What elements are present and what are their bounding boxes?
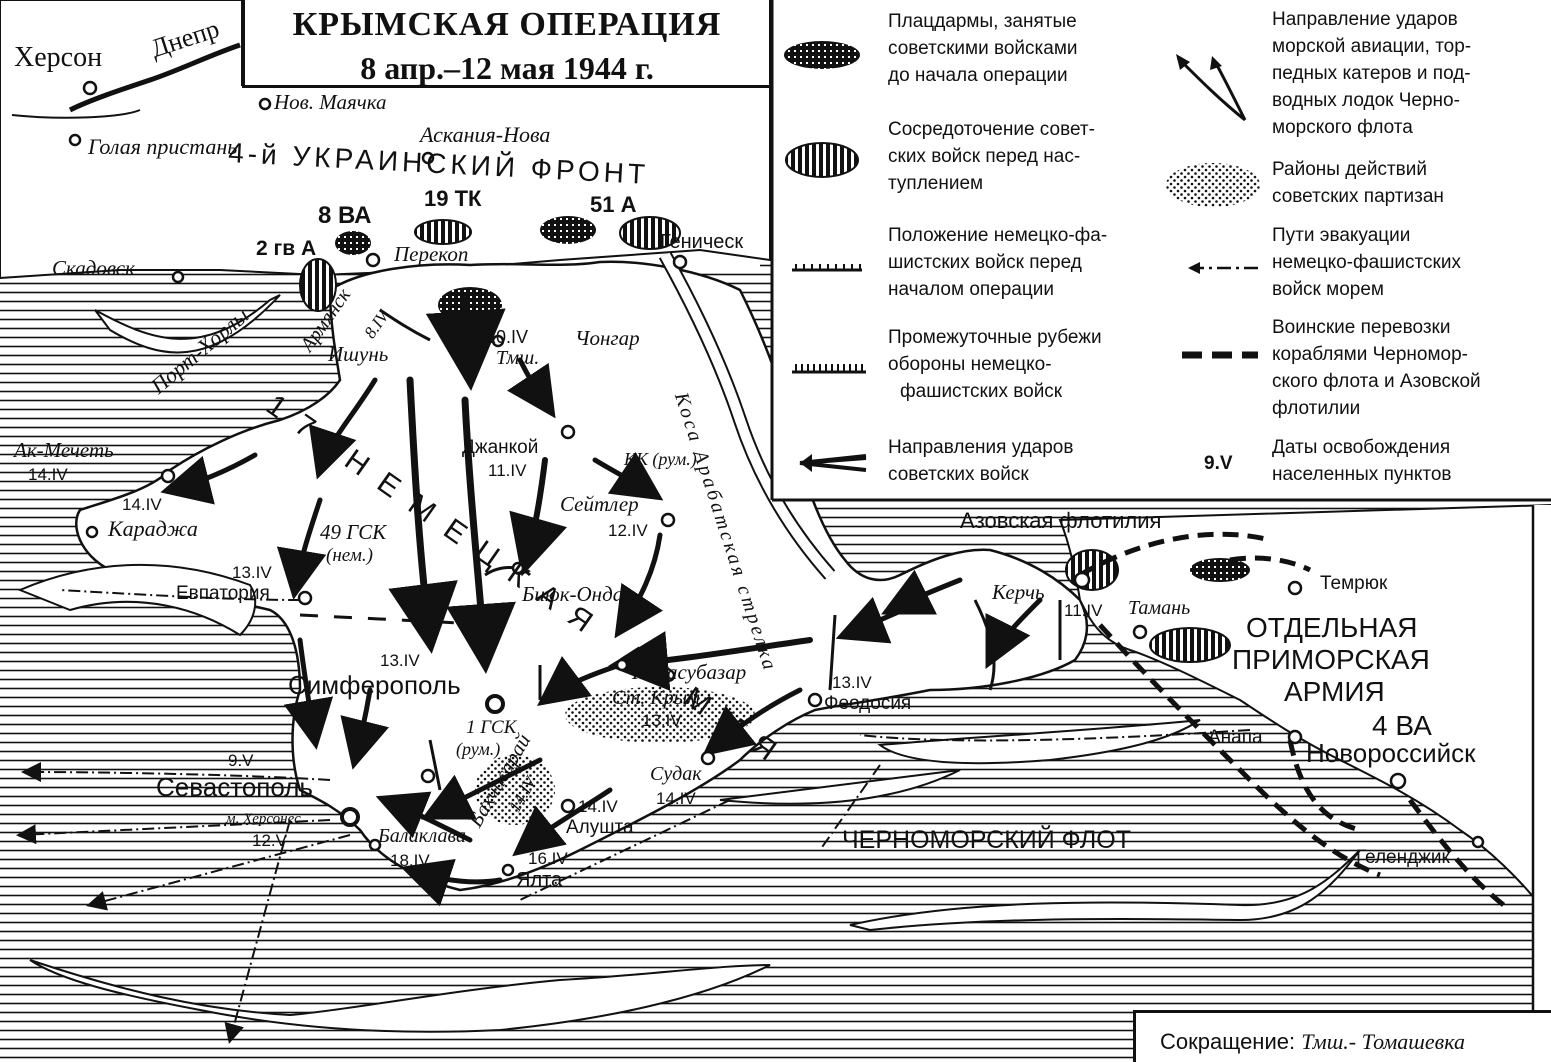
- label-azov-flot: Азовская флотилия: [960, 508, 1162, 533]
- label-4va: 4 ВА: [1372, 710, 1432, 741]
- concentration-symbol: [785, 142, 859, 178]
- label-sevastopol-date: 9.V: [228, 751, 254, 770]
- map-subtitle: 8 апр.–12 мая 1944 г.: [360, 50, 654, 86]
- label-1gsk-sub: (рум.): [456, 739, 501, 759]
- legend-german-line: Положение немецко-фа-шистских войск пере…: [888, 225, 1108, 300]
- label-kherson: Херсон: [14, 42, 103, 73]
- label-biyuk: Биюк-Ондар: [522, 582, 634, 606]
- evacuation-symbol: [1188, 262, 1262, 274]
- map-title: КРЫМСКАЯ ОПЕРАЦИЯ: [292, 6, 722, 43]
- label-tmsh: Тмш.: [496, 347, 540, 369]
- label-anapa: Анапа: [1208, 727, 1263, 748]
- label-black-sea-fleet: ЧЕРНОМОРСКИЙ ФЛОТ: [842, 826, 1131, 854]
- label-gelendzhik: Геленджик: [1356, 847, 1450, 868]
- label-novorossiysk: Новороссийск: [1306, 738, 1476, 768]
- label-kerch: Керчь: [992, 580, 1045, 604]
- label-khersones: м. Херсонес: [226, 811, 301, 827]
- abbreviation-box: Сокращение: Тмш.- Томашевка: [1133, 1010, 1551, 1062]
- label-askania: Аскания-Нова: [420, 122, 551, 147]
- label-perekop: Перекоп: [394, 242, 469, 266]
- label-kk: КК (рум.): [624, 449, 697, 469]
- german-line-symbol: [792, 264, 862, 272]
- label-51a: 51 А: [590, 192, 637, 217]
- towns: [68, 80, 1485, 877]
- map-title-box: КРЫМСКАЯ ОПЕРАЦИЯ 8 апр.–12 мая 1944 г.: [242, 0, 772, 88]
- label-1gsk: 1 ГСК: [466, 717, 517, 738]
- label-karasubazar: Карасубазар: [632, 660, 747, 684]
- label-sudak-date: 14.IV: [656, 789, 696, 808]
- label-ak-mechet-date: 14.IV: [28, 465, 68, 484]
- label-sevastopol: Севастополь: [156, 772, 313, 802]
- label-evpatoria-date: 13.IV: [232, 563, 272, 582]
- label-novmayachka: Нов. Маячка: [274, 90, 387, 114]
- legend-concentration: Сосредоточение совет-ских войск перед на…: [888, 119, 1095, 194]
- label-primorsk-1: ОТДЕЛЬНАЯ: [1246, 612, 1418, 643]
- legend-panel: [772, 0, 1551, 500]
- label-karadzha: Караджа: [108, 516, 198, 541]
- abbreviation-value: Тмш.- Томашевка: [1301, 1029, 1465, 1054]
- label-temryuk: Темрюк: [1320, 573, 1388, 594]
- label-evpatoria: Евпатория: [176, 583, 270, 604]
- label-sudak: Судак: [650, 763, 702, 785]
- label-seitler-date: 12.IV: [608, 521, 648, 540]
- label-dzhankoy: Джанкой: [462, 437, 539, 458]
- label-kerch-date: 11.IV: [1064, 601, 1103, 620]
- transport-routes: [1078, 531, 1512, 912]
- partisans-symbol: [1166, 163, 1260, 207]
- label-alushta-date: 14.IV: [578, 797, 618, 816]
- label-khersones-date: 12.V: [252, 831, 287, 850]
- label-49gsk-sub: (нем.): [326, 545, 373, 566]
- soviet-attack-arrows: [160, 296, 1043, 907]
- label-golaya: Голая пристань: [88, 134, 238, 159]
- label-feodosia-date: 13.IV: [832, 673, 872, 692]
- label-genichesk: Геническ: [660, 231, 744, 253]
- label-ak-mechet: Ак-Мечеть: [14, 438, 114, 462]
- abbreviation-label: Сокращение:: [1160, 1029, 1296, 1054]
- label-ishun: Ишунь: [328, 342, 389, 366]
- label-stkrym-date: 13.IV: [642, 711, 682, 730]
- label-feodosia: Феодосия: [824, 693, 912, 714]
- label-chongar: Чонгар: [575, 326, 640, 350]
- legend-date-symbol: 9.V: [1204, 453, 1233, 474]
- label-yalta-date: 16.IV: [528, 849, 568, 868]
- dnepr-river: [68, 42, 241, 113]
- label-primorsk-2: ПРИМОРСКАЯ: [1232, 644, 1430, 675]
- label-dzhankoy-date: 11.IV: [488, 461, 527, 480]
- label-simferopol: Симферополь: [288, 670, 461, 700]
- label-19tk: 19 ТК: [424, 186, 482, 211]
- label-balaklava: Балаклава: [378, 825, 467, 847]
- label-primorsk-3: АРМИЯ: [1284, 676, 1385, 707]
- label-yalta: Ялта: [516, 869, 563, 891]
- label-seitler: Сейтлер: [560, 492, 639, 516]
- label-skadovsk: Скадовск: [52, 256, 135, 280]
- label-8va: 8 ВА: [318, 202, 372, 229]
- label-2gva: 2 гв А: [256, 237, 317, 260]
- label-alushta: Алушта: [566, 817, 634, 838]
- label-balaklava-date: 18.IV: [390, 851, 430, 870]
- label-taman: Тамань: [1128, 597, 1191, 619]
- label-tmsh-date: 10.IV: [486, 327, 529, 347]
- label-stkrym: Ст. Крым: [612, 687, 700, 709]
- bridgehead-symbol: [784, 41, 860, 69]
- label-simferopol-date: 13.IV: [380, 651, 420, 670]
- evacuation-routes: [16, 589, 1251, 1044]
- label-49gsk: 49 ГСК: [320, 520, 387, 544]
- intermediate-line-symbol: [792, 364, 866, 374]
- naval-strike-arrows: [17, 294, 1361, 1033]
- label-karadzha-date: 14.IV: [122, 495, 162, 514]
